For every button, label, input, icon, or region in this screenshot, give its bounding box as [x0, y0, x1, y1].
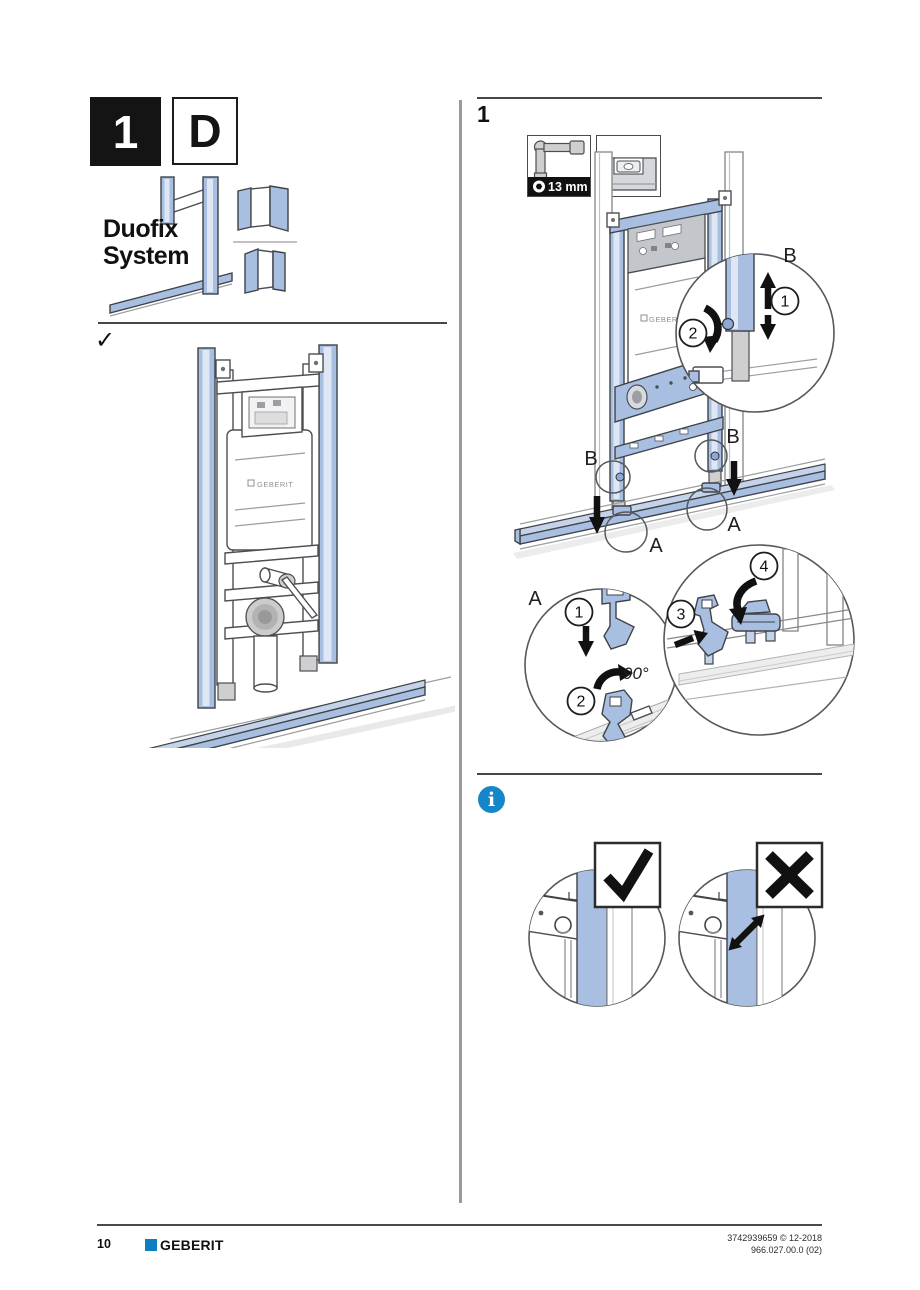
check-mark: ✓	[95, 327, 116, 354]
duofix-frame-front-illustration: GEBERIT	[148, 344, 455, 748]
installation-step-illustration: GEBERIT	[513, 151, 855, 742]
tool-wrench-box: 13 mm	[527, 135, 591, 197]
detail-circle-clamp: 3 4	[663, 544, 855, 736]
label-b-detail: B	[783, 245, 796, 267]
step-4-marker: 4	[760, 559, 769, 576]
page-number: 10	[97, 1237, 111, 1251]
flush-opening-plate	[241, 386, 303, 438]
product-name-line1: Duofix	[103, 215, 178, 243]
step-1-marker-a: 1	[575, 605, 584, 622]
document-info: 3742939659 © 12-2018 966.027.00.0 (02)	[622, 1233, 822, 1256]
step-number-badge: 1	[90, 97, 161, 166]
label-a-right: A	[727, 514, 741, 536]
frame-feet	[217, 655, 318, 701]
check-icon	[603, 848, 654, 903]
column-divider	[459, 100, 462, 1203]
right-top-rule	[477, 97, 822, 99]
cross-icon	[765, 851, 814, 899]
right-section-rule	[477, 773, 822, 775]
callout-b-right: B	[694, 426, 742, 496]
label-a-left: A	[649, 535, 663, 557]
lower-crossbar	[614, 416, 724, 460]
wall-studs	[197, 344, 338, 709]
step-3-marker: 3	[677, 607, 686, 624]
brand-logo-text: GEBERIT	[160, 1237, 224, 1253]
wrench-size-strip	[528, 177, 590, 196]
floor-rail	[513, 458, 835, 559]
fixing-bracket-bottom	[244, 247, 286, 294]
step-2-marker: 2	[689, 326, 698, 343]
wrench-size-label: 13 mm	[548, 180, 588, 194]
detail-circle-a-content	[526, 589, 674, 741]
label-b-left: B	[584, 448, 597, 470]
drain-pipe	[253, 635, 278, 693]
callout-b-left: B	[584, 448, 631, 534]
step-1-marker: 1	[781, 294, 790, 311]
left-divider-rule	[98, 322, 447, 324]
label-b-right: B	[726, 426, 739, 448]
fixing-bracket-top	[237, 185, 289, 232]
play-arrow	[728, 914, 765, 951]
variant-letter-text: D	[188, 105, 222, 157]
correct-incorrect-illustration	[528, 841, 824, 1007]
socket-wrench-icon: 13 mm	[528, 140, 590, 196]
incorrect-box	[755, 841, 824, 909]
info-icon-letter: i	[488, 789, 495, 811]
duofix-rails-and-brackets-illustration	[109, 176, 297, 317]
detail-circle-b: 1 2 B	[675, 245, 835, 413]
cistern-brand-label: GEBERIT	[649, 315, 685, 324]
cistern: GEBERIT	[226, 429, 313, 551]
right-step-heading: 1	[477, 101, 490, 127]
footer-rule	[97, 1224, 822, 1226]
rotation-angle-label: 90°	[623, 664, 649, 683]
document-number: 3742939659 © 12-2018	[727, 1233, 822, 1243]
cistern-brand-label: GEBERIT	[257, 480, 293, 489]
document-version: 966.027.00.0 (02)	[750, 1244, 822, 1255]
brand-logo: GEBERIT	[145, 1237, 224, 1253]
step-2-marker-a: 2	[577, 694, 586, 711]
product-name-line2: System	[103, 242, 189, 270]
detail-circle-a: A 1 2 90°	[524, 588, 678, 742]
step-number-text: 1	[112, 105, 139, 158]
brand-logo-square	[145, 1239, 157, 1251]
product-name: Duofix System	[103, 216, 189, 270]
info-icon: i	[478, 786, 505, 813]
floor-rail	[148, 676, 455, 748]
variant-letter-badge: D	[172, 97, 238, 165]
callout-a-feet: A A	[604, 487, 741, 557]
logo-rails	[109, 176, 233, 317]
label-a-detail: A	[528, 588, 542, 610]
correct-box	[593, 841, 662, 909]
